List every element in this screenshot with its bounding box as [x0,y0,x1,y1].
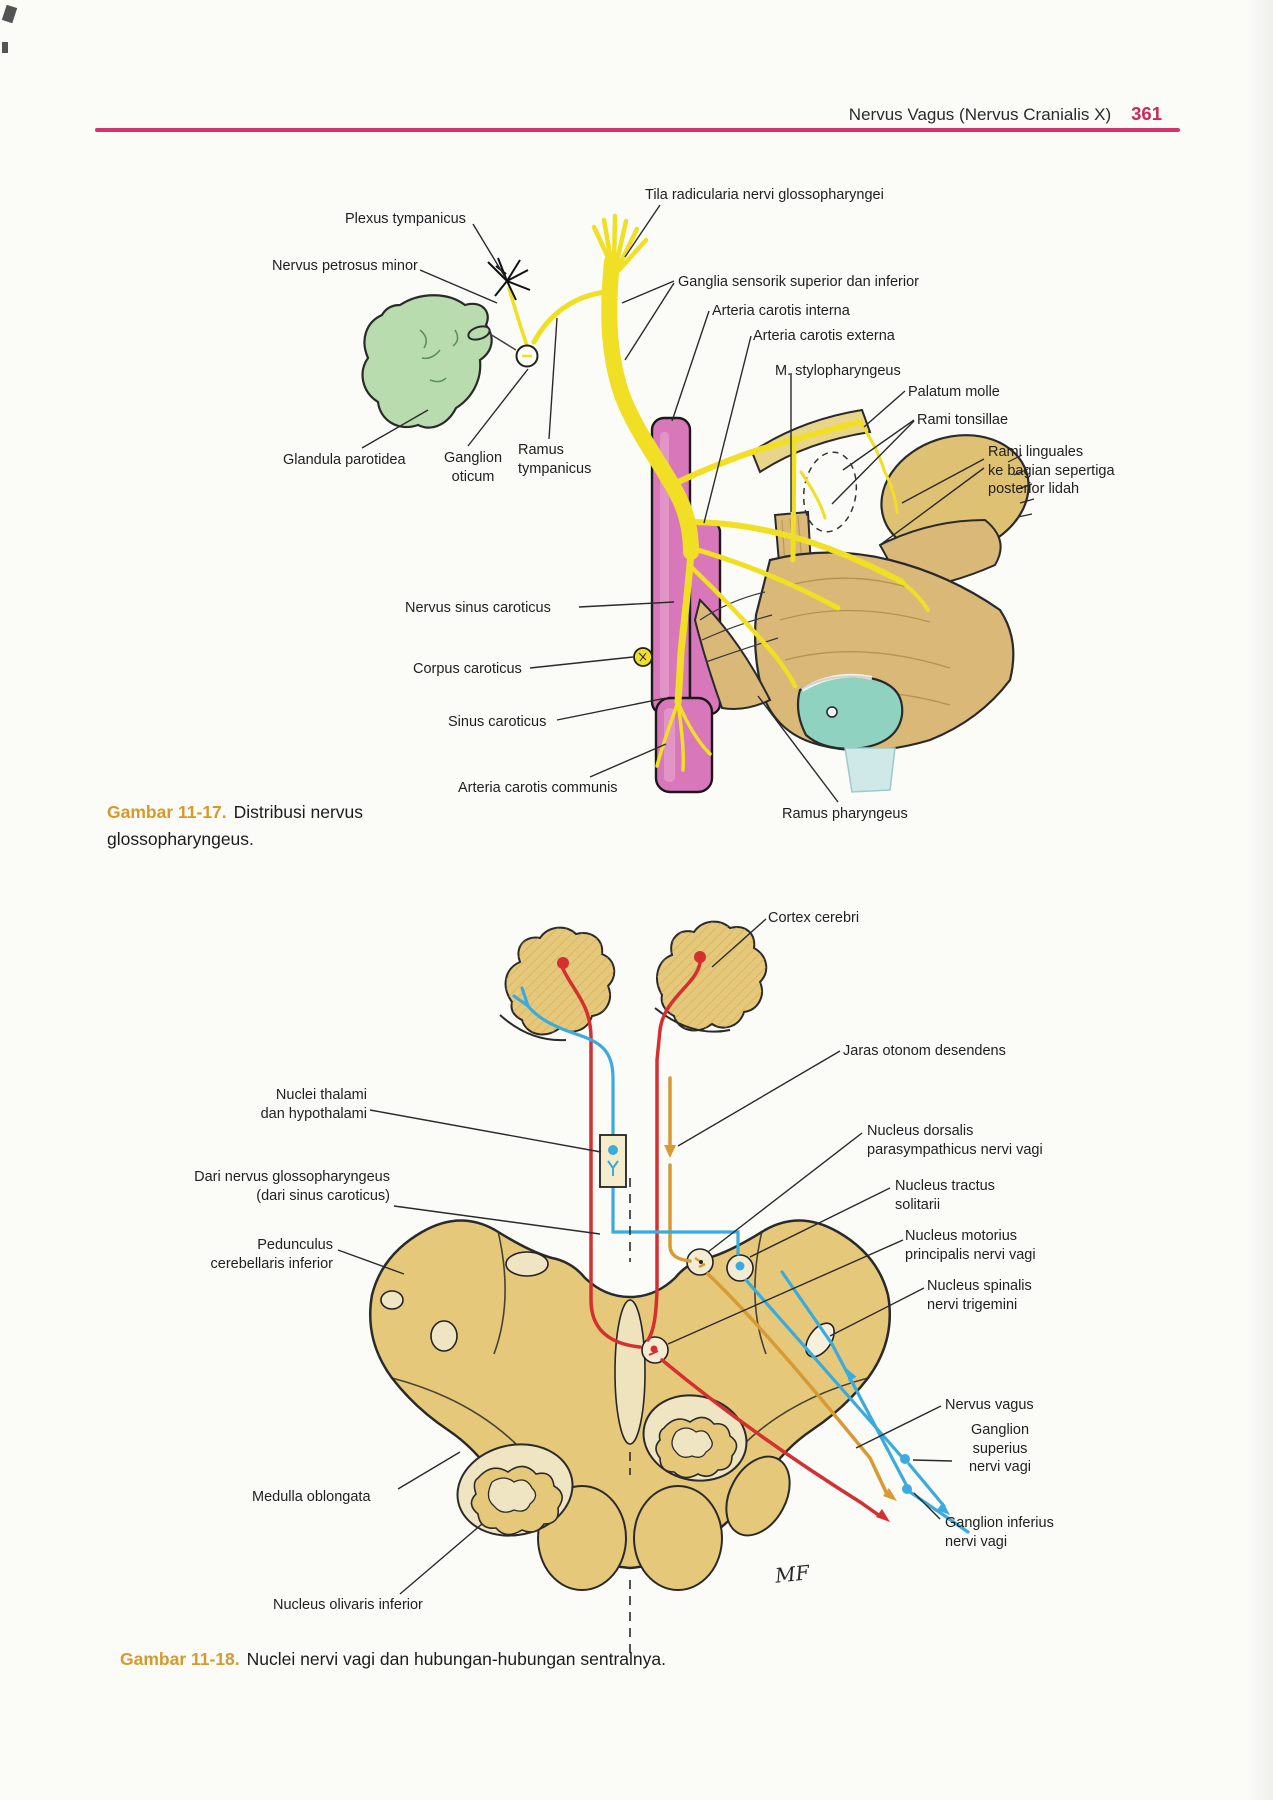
label-plexus-tympanicus: Plexus tympanicus [345,211,466,227]
label-nucleus-dorsalis: Nucleus dorsalis parasympathicus nervi v… [867,1123,1043,1158]
label-jaras-otonom: Jaras otonom desendens [843,1043,1006,1059]
trigeminal-nucleus-drawing [805,1322,835,1358]
parotid-gland-drawing [361,294,517,429]
fig1-pointer-lines [361,204,985,803]
thalamus-box-drawing [599,1134,627,1188]
label-corpus-caroticus: Corpus caroticus [413,661,522,677]
fourth-ventricle-drawing [614,1299,646,1445]
label-nervus-sinus-caroticus: Nervus sinus caroticus [405,600,551,616]
cortex-cell-body [694,951,706,963]
orange-arrowhead [883,1488,897,1501]
label-rami-linguales: Rami linguales ke bagian sepertiga poste… [988,444,1115,498]
cortex-drawing [499,920,768,1042]
label-nucleus-tractus-solitarii: Nucleus tractus solitarii [895,1178,995,1213]
ganglion-inferius-dot [902,1484,912,1494]
label-pedunculus: Pedunculus cerebellaris inferior [210,1237,334,1272]
nucleus-marks [648,1256,745,1356]
label-nucleus-olivaris: Nucleus olivaris inferior [273,1597,423,1613]
fig2-caption-text: Nuclei nervi vagi dan hubungan-hubungan … [246,1649,666,1669]
fig2-caption-tag: Gambar 11-18. [120,1649,240,1669]
fig2-illustration [337,918,970,1658]
label-ganglia-sensorik: Ganglia sensorik superior dan inferior [678,274,919,290]
page-edge-shade [1247,0,1273,1800]
blue-pathway-drawing [512,986,970,1534]
tympanic-plexus-drawing [487,257,531,301]
label-glandula-parotidea: Glandula parotidea [283,452,406,468]
label-cortex-cerebri: Cortex cerebri [768,910,860,926]
label-rami-tonsillae: Rami tonsillae [917,412,1009,428]
page-header: Nervus Vagus (Nervus Cranialis X) 361 [0,103,1162,125]
label-m-stylopharyngeus: M. stylopharyngeus [775,363,901,379]
label-medulla-oblongata: Medulla oblongata [252,1489,371,1505]
cartilage-drawing [796,675,904,750]
fig1-caption: Gambar 11-17.Distribusi nervus glossopha… [107,799,437,853]
label-ganglion-inferius: Ganglion inferius nervi vagi [945,1515,1054,1550]
artist-signature: MF [773,1560,811,1588]
label-ganglion-oticum: Ganglion oticum [443,450,503,485]
label-arteria-carotis-interna: Arteria carotis interna [712,303,850,319]
label-nuclei-thalami: Nuclei thalami dan hypothalami [260,1087,367,1122]
label-arteria-carotis-externa: Arteria carotis externa [753,328,895,344]
label-arteria-carotis-communis: Arteria carotis communis [458,780,618,796]
inferior-olive-drawing [456,1394,748,1537]
fig1-caption-text: Distribusi nervus glossopharyngeus. [107,802,364,850]
label-nervus-petrosus-minor: Nervus petrosus minor [272,258,418,274]
ganglion-superius-dot [900,1454,910,1464]
orange-arrowhead [664,1145,676,1158]
blue-arrowhead [846,1368,857,1382]
red-pathway-drawing [561,961,882,1518]
blue-arrowhead [937,1502,950,1515]
running-title: Nervus Vagus (Nervus Cranialis X) [848,105,1112,124]
label-nucleus-spinalis: Nucleus spinalis nervi trigemini [927,1278,1032,1313]
fig1-caption-tag: Gambar 11-17. [107,802,227,822]
label-nucleus-motorius: Nucleus motorius principalis nervi vagi [905,1228,1036,1263]
carotid-body-drawing [633,647,653,667]
cortex-cell-body [557,957,569,969]
fig2-pointer-lines [337,918,953,1595]
label-ganglion-superius: Ganglion superius nervi vagi [968,1422,1032,1476]
fig2-caption: Gambar 11-18. Nuclei nervi vagi dan hubun… [120,1646,1040,1673]
fig1-illustration [361,204,1035,803]
label-ramus-tympanicus: Ramus tympanicus [518,442,592,477]
label-palatum-molle: Palatum molle [908,384,1000,400]
label-dari-nervus-glossopharyngeus: Dari nervus glossopharyngeus (dari sinus… [194,1169,390,1204]
label-sinus-caroticus: Sinus caroticus [448,714,547,730]
brainstem-drawing [368,1219,892,1591]
scan-artifact [2,42,8,53]
label-nervus-vagus: Nervus vagus [945,1397,1034,1413]
label-fila-radicularia: Tila radicularia nervi glossopharyngei [645,187,884,203]
page-number: 361 [1131,103,1162,124]
header-rule [95,128,1180,132]
orange-pathway-drawing [668,1076,888,1494]
red-arrowhead [876,1509,890,1522]
label-ramus-pharyngeus: Ramus pharyngeus [782,806,908,822]
